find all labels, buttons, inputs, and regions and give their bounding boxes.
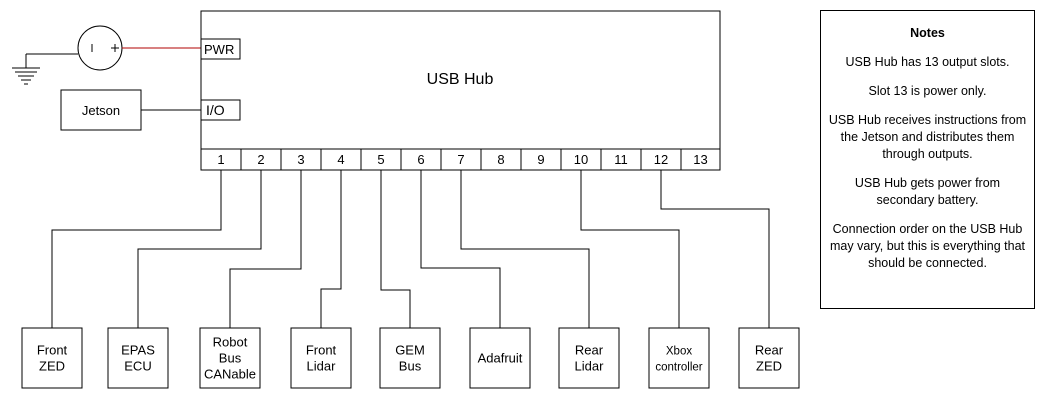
wire-slot-2 <box>137 170 262 328</box>
hub-slot-label: 6 <box>417 152 424 167</box>
notes-panel: Notes USB Hub has 13 output slots. Slot … <box>820 10 1035 309</box>
jetson-box <box>60 89 142 131</box>
device-box <box>648 327 710 389</box>
hub-slot-label: 11 <box>614 152 628 167</box>
wire-slot-10 <box>580 170 680 328</box>
hub-slot-13 <box>680 148 721 171</box>
pwr-port <box>200 38 241 60</box>
note-line: Connection order on the USB Hub may vary… <box>830 222 1025 270</box>
pwr-port-label: PWR <box>204 42 234 57</box>
note-line: Slot 13 is power only. <box>868 84 987 98</box>
wire-slot-7 <box>460 170 590 328</box>
device-box <box>379 327 441 389</box>
hub-slot-label: 1 <box>217 152 224 167</box>
note-line: USB Hub gets power from secondary batter… <box>854 176 1001 207</box>
hub-slot-label: 13 <box>693 152 707 167</box>
wire-slot-3 <box>229 170 302 328</box>
device-box <box>558 327 620 389</box>
battery-icon <box>77 25 123 71</box>
jetson-label: Jetson <box>82 103 120 118</box>
wire-slot-12 <box>660 170 770 328</box>
hub-slot-label: 7 <box>457 152 464 167</box>
device-box <box>107 327 169 389</box>
device-label: Adafruit <box>478 351 523 366</box>
note-line: USB Hub has 13 output slots. <box>845 55 1010 69</box>
hub-slot-label: 3 <box>297 152 304 167</box>
wire-slot-1 <box>51 170 222 328</box>
usb-hub-title: USB Hub <box>427 71 494 88</box>
wire-slot-5 <box>380 170 411 328</box>
usb-hub-box <box>200 10 721 171</box>
wire-slot-6 <box>420 170 501 328</box>
device-box <box>469 327 531 389</box>
device-box <box>290 327 352 389</box>
device-box <box>21 327 83 389</box>
hub-slot-label: 12 <box>654 152 668 167</box>
note-line: USB Hub receives instructions from the J… <box>828 113 1027 161</box>
hub-slot-label: 8 <box>497 152 504 167</box>
io-port-label: I/O <box>206 102 225 118</box>
notes-title: Notes <box>910 26 945 40</box>
device-box <box>738 327 800 389</box>
hub-slot-label: 5 <box>377 152 384 167</box>
wire-slot-4 <box>320 170 342 328</box>
ground-icon <box>12 54 40 85</box>
device-box <box>199 327 261 389</box>
hub-slot-label: 10 <box>574 152 588 167</box>
hub-slot-label: 2 <box>257 152 264 167</box>
hub-slot-label: 4 <box>337 152 344 167</box>
connection-wires <box>51 170 770 328</box>
hub-slot-label: 9 <box>537 152 544 167</box>
